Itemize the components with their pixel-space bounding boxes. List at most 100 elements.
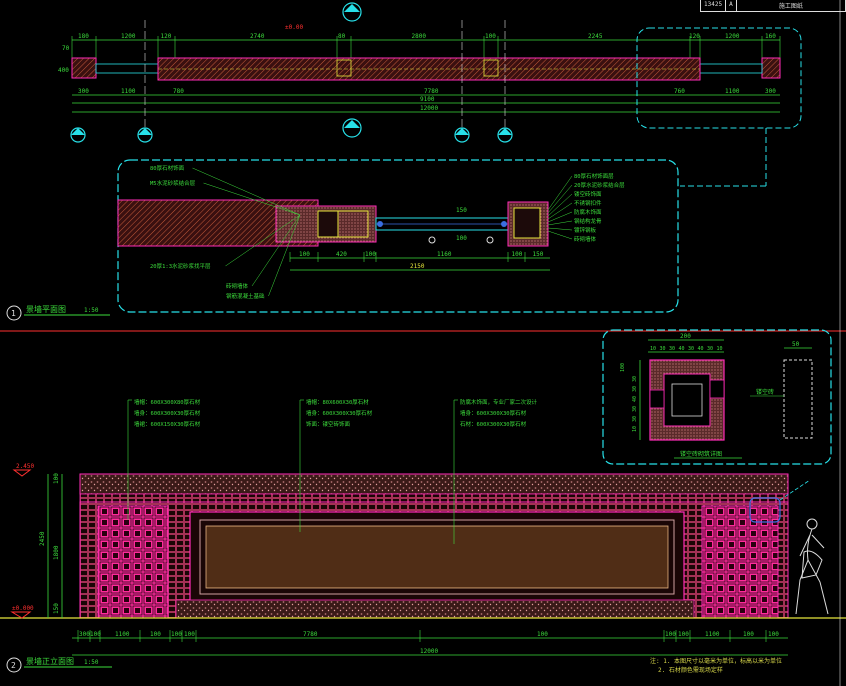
elevation-callout: 墙身：600X300X30厚石材 bbox=[306, 409, 373, 417]
elevation-dim-text: 100 bbox=[743, 631, 754, 638]
elevation-dim-text: 12000 bbox=[420, 648, 438, 655]
detail-caption: 镂空砖砌筑详图 bbox=[680, 450, 722, 458]
detail-sub-dim: 30 bbox=[669, 346, 675, 352]
elevation-callout: 墙裙：600X150X30厚石材 bbox=[134, 420, 201, 428]
top-dim-text: 100 bbox=[485, 33, 496, 40]
top-dim-text: 160 bbox=[765, 33, 776, 40]
detail-1-overall: 2150 bbox=[410, 263, 425, 270]
top-dim-text: 120 bbox=[689, 33, 700, 40]
top-dim-text: 2245 bbox=[588, 33, 603, 40]
elevation-dim-text: 1100 bbox=[115, 631, 130, 638]
elevation-callout: 墙身：600X300X30厚石材 bbox=[460, 409, 527, 417]
elev-bottom-marker: ±0.000 bbox=[10, 605, 34, 619]
bottom-dim-text: 1100 bbox=[725, 88, 740, 95]
detail-sub-dim: 10 bbox=[717, 346, 723, 352]
bottom-dim-text: 300 bbox=[78, 88, 89, 95]
detail-1-label: 1 景墙平面图 1:50 bbox=[6, 304, 110, 321]
elevation-callout: 墙身：600X300X30厚石材 bbox=[134, 409, 201, 417]
detail-1-dim-text: 100 bbox=[512, 251, 523, 258]
top-dim-text: 180 bbox=[78, 33, 89, 40]
elevation-dim-text: 300 bbox=[79, 631, 90, 638]
top-dim-text: 120 bbox=[161, 33, 172, 40]
top-dim-text: 1200 bbox=[121, 33, 136, 40]
elev-mark: ±0.00 bbox=[285, 24, 303, 31]
detail-sub-dim: 10 bbox=[650, 346, 656, 352]
left-pier-plan bbox=[71, 57, 97, 79]
bottom-dim-text: 760 bbox=[674, 88, 685, 95]
detail-1-right-dim: 150 bbox=[456, 207, 467, 214]
detail-top-dim: 200 bbox=[680, 333, 691, 340]
detail-1-callout-right: 砖砌墙体 bbox=[574, 235, 597, 243]
left-lattice-panel bbox=[97, 505, 169, 619]
bottom-dim-text: 7780 bbox=[424, 88, 439, 95]
detail-left-dim: 40 bbox=[632, 396, 638, 402]
left-grille-plan bbox=[95, 63, 159, 74]
elevation-dim-text: 100 bbox=[678, 631, 689, 638]
elevation-dim-text: 100 bbox=[150, 631, 161, 638]
title-block-code: 13425 bbox=[701, 0, 727, 11]
elevation-dim-text: 1100 bbox=[705, 631, 720, 638]
detail-1-dim-text: 100 bbox=[365, 251, 376, 258]
elevation-callout: 防腐木饰面，专业厂家二次设计 bbox=[460, 398, 538, 406]
detail-1-callout-left: M5水泥砂浆结合层 bbox=[150, 179, 196, 187]
elevation-dim-text: 100 bbox=[537, 631, 548, 638]
elevation-callout: 石材：600X300X30厚石材 bbox=[460, 420, 527, 428]
elevation-left-dim: 1800 bbox=[53, 545, 60, 560]
elev-top-marker: 2.450 bbox=[12, 463, 34, 477]
detail-1-callout-right: 防腐木饰面 bbox=[574, 208, 602, 216]
detail-1-callout-left: 80厚石材饰面 bbox=[150, 164, 185, 172]
elevation-left-dim: 2450 bbox=[39, 531, 46, 546]
elevation-callout: 墙帽：80X600X30厚石材 bbox=[306, 398, 369, 406]
elevation-callout: 饰面：镂空砖饰面 bbox=[306, 420, 351, 428]
detail-sub-dim: 30 bbox=[688, 346, 694, 352]
detail-1-callout-right: 20厚水泥砂浆结合层 bbox=[574, 181, 625, 189]
detail-1-callout-left: 钢筋混凝土基础 bbox=[226, 292, 265, 300]
elevation-dim-text: 100 bbox=[171, 631, 182, 638]
elevation-callout: 墙帽：600X300X80厚石材 bbox=[134, 398, 201, 406]
detail-sub-dim: 40 bbox=[679, 346, 685, 352]
left-small-dim: 70 bbox=[62, 45, 70, 52]
elevation-dim-text: 7780 bbox=[303, 631, 318, 638]
elevation-dim-text: 100 bbox=[184, 631, 195, 638]
section-marker-icon bbox=[137, 127, 153, 143]
elevation-title: 景墙正立面图 bbox=[26, 656, 74, 666]
detail-1-num: 1 bbox=[11, 309, 16, 318]
bottom-dim-text: 780 bbox=[173, 88, 184, 95]
top-dim-text: 2800 bbox=[412, 33, 427, 40]
elev-bottom-text: ±0.000 bbox=[12, 605, 34, 612]
elevation-dim-text: 100 bbox=[90, 631, 101, 638]
detail-1-callout-right: 镀锌钢板 bbox=[574, 226, 597, 234]
detail-sub-dim: 30 bbox=[707, 346, 713, 352]
detail-1-callouts-right: 80厚石材饰面层20厚水泥砂浆结合层镂空砖饰面不锈钢扣件防腐木饰面钢结构龙骨镀锌… bbox=[547, 172, 625, 243]
bolt-icon bbox=[377, 221, 507, 244]
section-marker-icon bbox=[454, 127, 470, 143]
bottom-dim-text: 1100 bbox=[121, 88, 136, 95]
right-lattice-panel bbox=[701, 505, 779, 619]
elev-top-text: 2.450 bbox=[16, 463, 34, 470]
bottom-dim-text: 300 bbox=[765, 88, 776, 95]
top-dim-ticks bbox=[71, 36, 781, 58]
detail-1-callout-right: 80厚石材饰面层 bbox=[574, 172, 614, 180]
elevation-label: 2 景墙正立面图 1:50 bbox=[6, 656, 112, 673]
central-wood-panel bbox=[205, 525, 669, 589]
section-marker-icon bbox=[342, 2, 362, 22]
top-dim-text: 2740 bbox=[250, 33, 265, 40]
detail-left-dim: 10 bbox=[632, 426, 638, 432]
detail-left-dim: 30 bbox=[632, 406, 638, 412]
detail-left-dim: 30 bbox=[632, 386, 638, 392]
section-marker-icon bbox=[342, 118, 362, 138]
detail-1-dim-text: 1160 bbox=[437, 251, 452, 258]
bottom-dim-text: 12000 bbox=[420, 105, 438, 112]
detail-sub-dim: 30 bbox=[660, 346, 666, 352]
drawing-notes: 注: 1. 本图尺寸以毫米为单位，标高以米为单位 2. 石材颜色需现场定样 bbox=[650, 657, 782, 675]
section-marker-icon bbox=[70, 127, 86, 143]
